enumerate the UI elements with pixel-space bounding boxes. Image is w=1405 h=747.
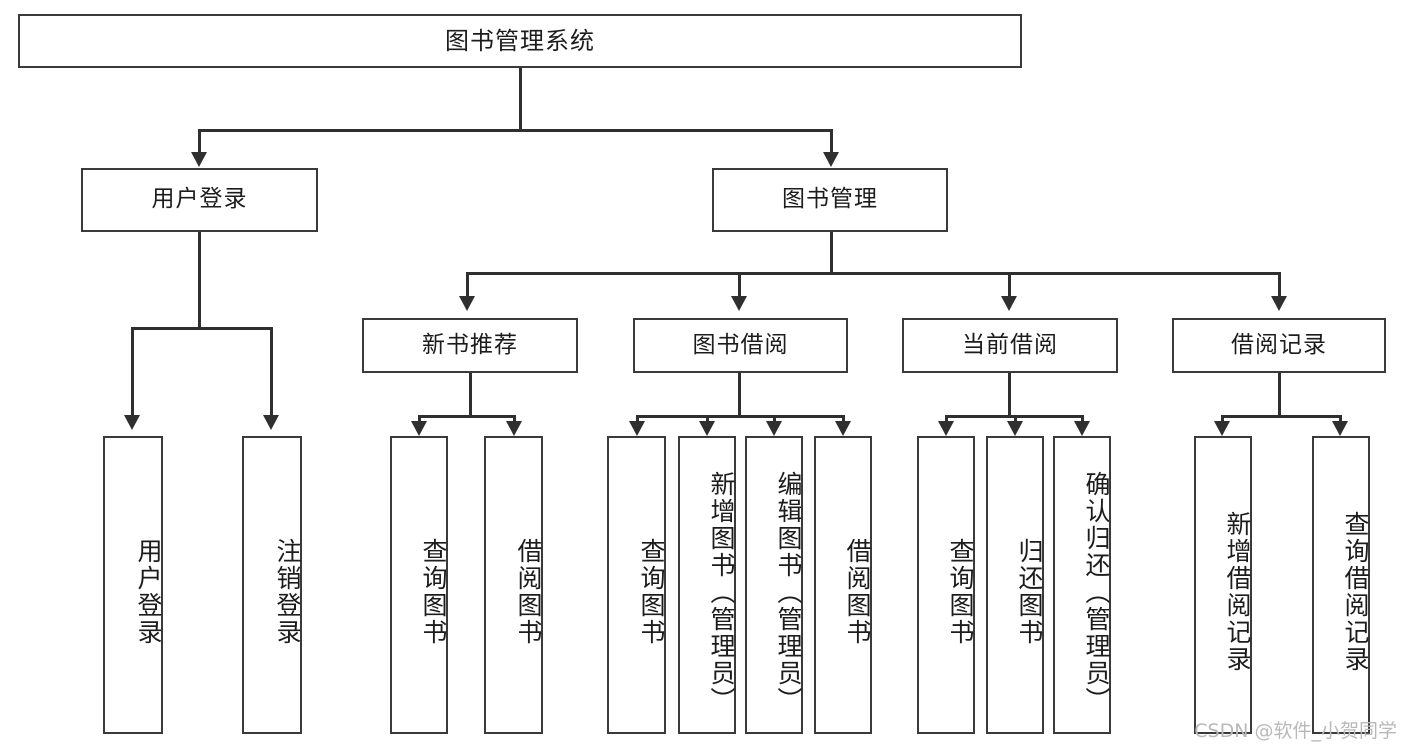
node-borrow-record[interactable]: 借阅记录	[1172, 318, 1386, 373]
connector-level2-bus	[198, 129, 832, 132]
node-label: 图书管理系统	[445, 26, 595, 55]
arrowhead-current-borrow	[1001, 296, 1017, 311]
csdn-watermark: CSDN @软件_小贺同学	[1194, 720, 1397, 742]
leaf-confirm-return-admin[interactable]: 确认归还（管理员）	[1053, 436, 1111, 734]
connector-drop-new-book-recommend	[466, 272, 469, 298]
arrowhead-leaf-borrow-book-2	[835, 421, 851, 436]
arrowhead-leaf-add-borrow-record	[1214, 421, 1230, 436]
connector-book-management-stem	[830, 232, 833, 272]
node-label: 新增借阅记录	[1223, 511, 1252, 673]
node-label: 查询图书	[419, 538, 448, 646]
leaf-return-book[interactable]: 归还图书	[986, 436, 1044, 734]
node-label: 借阅图书	[843, 538, 872, 646]
leaf-query-book-recommend[interactable]: 查询图书	[390, 436, 448, 734]
node-label: 查询借阅记录	[1341, 511, 1370, 673]
arrowhead-leaf-query-book-3	[938, 421, 954, 436]
node-label: 编辑图书（管理员）	[774, 470, 803, 714]
connector-level3-bus	[466, 272, 1280, 275]
arrowhead-borrow-record	[1271, 296, 1287, 311]
node-label: 归还图书	[1015, 538, 1044, 646]
connector-drop-user-login	[198, 129, 201, 155]
leaf-edit-book-admin[interactable]: 编辑图书（管理员）	[745, 436, 803, 734]
arrowhead-new-book-recommend	[459, 296, 475, 311]
node-label: 确认归还（管理员）	[1082, 470, 1111, 714]
node-label: 借阅图书	[514, 538, 543, 646]
connector-drop-leaf-user-login	[131, 327, 134, 417]
arrowhead-book-borrow	[731, 296, 747, 311]
connector-current-borrow-stem	[1008, 373, 1011, 415]
arrowhead-leaf-user-login	[124, 415, 140, 430]
connector-drop-book-borrow	[738, 272, 741, 298]
arrowhead-leaf-confirm-return	[1074, 421, 1090, 436]
node-label: 当前借阅	[962, 331, 1058, 358]
connector-new-book-recommend-stem	[469, 373, 472, 415]
connector-user-login-stem	[198, 232, 201, 327]
node-book-management[interactable]: 图书管理	[712, 168, 948, 232]
leaf-borrow-book-recommend[interactable]: 借阅图书	[484, 436, 543, 734]
arrowhead-leaf-query-book-2	[629, 421, 645, 436]
node-label: 用户登录	[151, 186, 248, 213]
arrowhead-leaf-logout	[263, 415, 279, 430]
arrowhead-leaf-query-book-1	[411, 421, 427, 436]
node-root-library-management-system[interactable]: 图书管理系统	[18, 14, 1022, 68]
connector-book-borrow-bus	[636, 415, 843, 418]
arrowhead-user-login	[191, 152, 207, 167]
leaf-add-borrow-record[interactable]: 新增借阅记录	[1194, 436, 1252, 734]
leaf-query-book-current[interactable]: 查询图书	[917, 436, 975, 734]
arrowhead-leaf-edit-book	[766, 421, 782, 436]
node-label: 用户登录	[134, 538, 163, 646]
node-label: 图书管理	[782, 186, 878, 213]
connector-root-stem	[519, 68, 522, 129]
node-new-book-recommend[interactable]: 新书推荐	[362, 318, 578, 373]
node-label: 新书推荐	[422, 331, 518, 358]
leaf-query-book-borrow[interactable]: 查询图书	[607, 436, 666, 734]
node-user-login[interactable]: 用户登录	[81, 168, 318, 232]
leaf-borrow-book-borrow[interactable]: 借阅图书	[814, 436, 872, 734]
arrowhead-leaf-add-book	[699, 421, 715, 436]
leaf-add-book-admin[interactable]: 新增图书（管理员）	[678, 436, 736, 734]
node-current-borrow[interactable]: 当前借阅	[902, 318, 1118, 373]
leaf-user-login[interactable]: 用户登录	[103, 436, 163, 734]
connector-book-borrow-stem	[738, 373, 741, 415]
connector-drop-leaf-logout	[270, 327, 273, 417]
leaf-query-borrow-record[interactable]: 查询借阅记录	[1312, 436, 1370, 734]
node-label: 借阅记录	[1231, 331, 1327, 358]
arrowhead-leaf-query-borrow-record	[1332, 421, 1348, 436]
connector-drop-current-borrow	[1008, 272, 1011, 298]
arrowhead-leaf-return-book	[1007, 421, 1023, 436]
node-label: 查询图书	[946, 538, 975, 646]
connector-user-login-bus	[131, 327, 272, 330]
node-label: 新增图书（管理员）	[707, 470, 736, 714]
connector-borrow-record-stem	[1278, 373, 1281, 415]
connector-new-book-recommend-bus	[418, 415, 516, 418]
arrowhead-leaf-borrow-book-1	[506, 421, 522, 436]
connector-drop-borrow-record	[1278, 272, 1281, 298]
node-book-borrow[interactable]: 图书借阅	[633, 318, 848, 373]
connector-borrow-record-bus	[1221, 415, 1341, 418]
leaf-logout[interactable]: 注销登录	[242, 436, 302, 734]
node-label: 图书借阅	[692, 331, 789, 358]
connector-drop-book-management	[830, 129, 833, 155]
node-label: 注销登录	[273, 538, 302, 646]
node-label: 查询图书	[637, 538, 666, 646]
arrowhead-book-management	[823, 152, 839, 167]
